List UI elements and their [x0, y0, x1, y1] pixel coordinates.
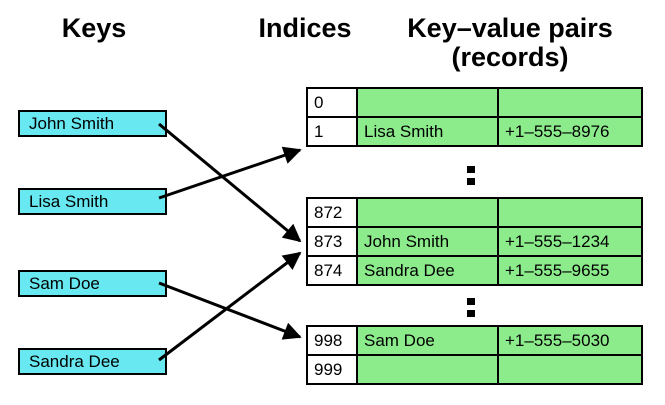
key-value-pairs-header-line2: (records): [451, 42, 569, 72]
arrow-john-smith-to-873-icon: [158, 122, 302, 243]
key-box-sandra-dee: Sandra Dee: [18, 348, 167, 375]
index-cell: 1: [306, 116, 358, 147]
index-cell: 0: [306, 87, 358, 118]
key-box-john-smith: John Smith: [18, 110, 167, 137]
table-row: 998 Sam Doe +1–555–5030: [306, 325, 643, 356]
record-value-cell: [497, 354, 643, 385]
record-key-cell: Sandra Dee: [356, 255, 499, 286]
ellipsis-dot-icon: [467, 298, 475, 305]
key-value-pairs-header: Key–value pairs (records): [375, 14, 645, 72]
index-cell: 872: [306, 197, 358, 228]
record-key-cell: [356, 354, 499, 385]
bucket-table-top: 0 1 Lisa Smith +1–555–8976: [306, 87, 643, 147]
key-box-sam-doe: Sam Doe: [18, 270, 167, 297]
index-cell: 998: [306, 325, 358, 356]
table-row: 873 John Smith +1–555–1234: [306, 226, 643, 257]
keys-header: Keys: [61, 13, 127, 43]
bucket-table-bottom: 998 Sam Doe +1–555–5030 999: [306, 325, 643, 385]
indices-header: Indices: [258, 13, 352, 43]
bucket-table-middle: 872 873 John Smith +1–555–1234 874 Sandr…: [306, 197, 643, 286]
record-value-cell: +1–555–5030: [497, 325, 643, 356]
record-key-cell: Lisa Smith: [356, 116, 499, 147]
record-value-cell: [497, 197, 643, 228]
record-key-cell: [356, 197, 499, 228]
ellipsis-dot-icon: [467, 310, 475, 317]
key-value-pairs-header-line1: Key–value pairs: [407, 13, 613, 43]
table-row: 872: [306, 197, 643, 228]
index-cell: 874: [306, 255, 358, 286]
record-value-cell: +1–555–8976: [497, 116, 643, 147]
table-row: 1 Lisa Smith +1–555–8976: [306, 116, 643, 147]
record-key-cell: John Smith: [356, 226, 499, 257]
arrow-sandra-dee-to-873-icon: [158, 251, 302, 362]
record-value-cell: +1–555–9655: [497, 255, 643, 286]
record-value-cell: [497, 87, 643, 118]
record-key-cell: [356, 87, 499, 118]
arrow-lisa-smith-to-1-icon: [158, 146, 302, 200]
key-box-lisa-smith: Lisa Smith: [18, 188, 167, 215]
table-row: 874 Sandra Dee +1–555–9655: [306, 255, 643, 286]
table-row: 999: [306, 354, 643, 385]
ellipsis-dot-icon: [467, 166, 475, 173]
table-row: 0: [306, 87, 643, 118]
index-cell: 873: [306, 226, 358, 257]
record-value-cell: +1–555–1234: [497, 226, 643, 257]
arrow-sam-doe-to-998-icon: [158, 281, 302, 340]
record-key-cell: Sam Doe: [356, 325, 499, 356]
ellipsis-dot-icon: [467, 178, 475, 185]
index-cell: 999: [306, 354, 358, 385]
